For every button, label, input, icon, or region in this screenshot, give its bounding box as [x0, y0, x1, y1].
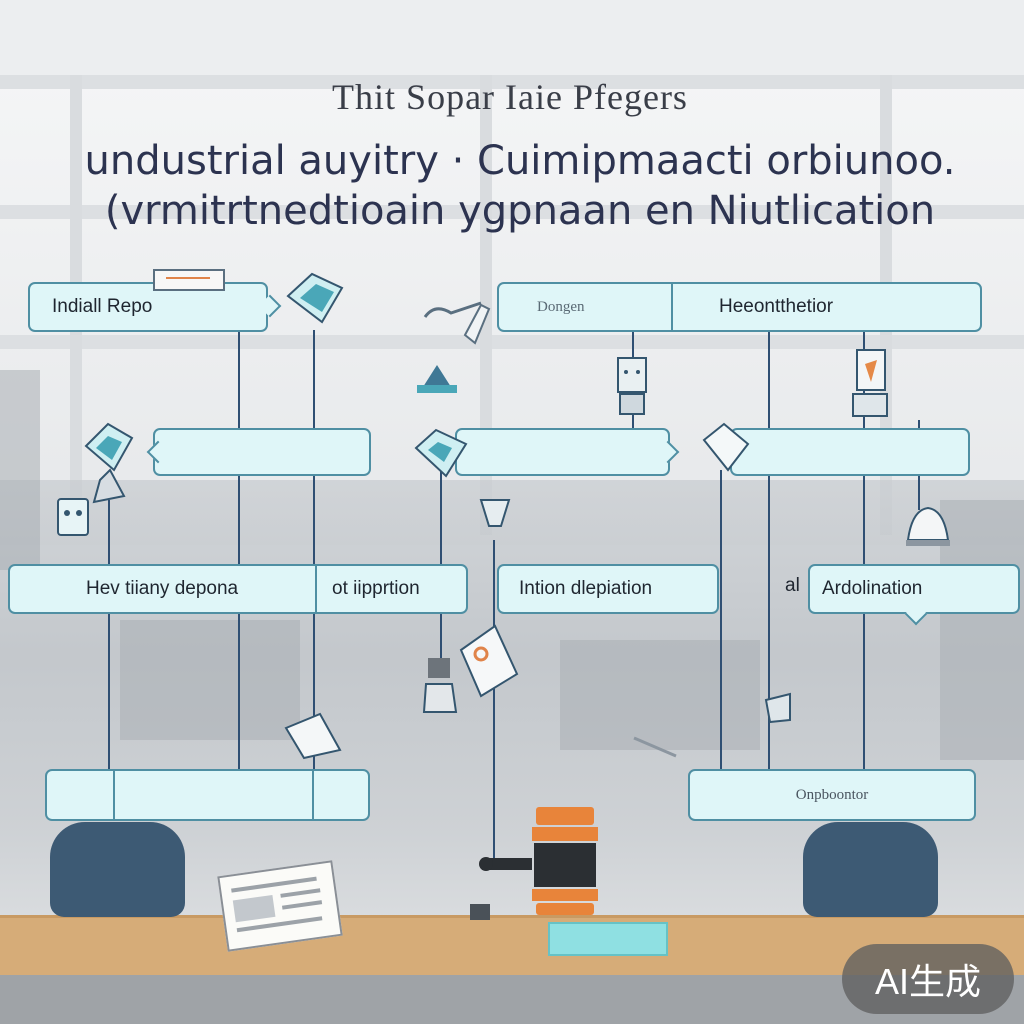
- machine-silhouette: [0, 370, 40, 570]
- box-label-secondary: ot iipprtion: [332, 578, 420, 599]
- box-label-prefix: al: [785, 575, 800, 596]
- ai-generated-watermark: AI生成: [842, 944, 1014, 1014]
- background-beam: [0, 205, 1024, 219]
- gavel-icon: [532, 807, 598, 915]
- box-initial-report: Indiall Repo: [28, 282, 268, 332]
- gavel-base-icon: [470, 904, 490, 920]
- box-empty-bottom: [45, 769, 370, 821]
- box-dependency: Hev tiiany depona ot iipprtion: [8, 564, 468, 614]
- box-divider: [312, 771, 314, 819]
- diagram-subtitle-line-1: undustrial auyitry · Cuimipmaacti orbiun…: [84, 138, 956, 184]
- chair-icon: [764, 692, 791, 724]
- machine-silhouette: [120, 620, 300, 740]
- document-icon: [153, 269, 225, 291]
- box-empty: [153, 428, 371, 476]
- paper-line: [281, 900, 323, 910]
- document-icon: [702, 422, 750, 472]
- connector-line: [863, 330, 865, 770]
- tablet-icon: [414, 428, 468, 478]
- machine-silhouette: [560, 640, 760, 750]
- right-pedestal: [803, 822, 938, 917]
- diagram-subtitle-line-2: (vrmitrtnedtioain ygpnaan en Niutlicatio…: [104, 188, 936, 234]
- paper-line: [280, 888, 321, 898]
- sound-block: [548, 922, 668, 956]
- paper-icon: [217, 860, 343, 952]
- machine-silhouette: [940, 500, 1024, 760]
- gavel-handle-icon: [479, 857, 532, 871]
- paper-image: [232, 894, 276, 923]
- smartphone-icon: [459, 624, 519, 698]
- connector-line: [768, 330, 770, 770]
- connector-line: [313, 330, 315, 770]
- box-label-faint: Dongen: [537, 298, 585, 315]
- laptop-icon: [286, 272, 344, 324]
- box-onpboontor: Onpboontor: [688, 769, 976, 821]
- box-label: Intion dlepiation: [519, 578, 653, 599]
- connector-line: [493, 540, 495, 870]
- box-divider: [113, 771, 115, 819]
- box-divider: [315, 566, 317, 612]
- box-ardolination: Ardolination: [808, 564, 1020, 614]
- box-intion-dlepiation: Intion dlepiation: [497, 564, 719, 614]
- connector-line: [238, 330, 240, 770]
- diagram-title: Thit Sopar Iaie Pfegers: [332, 77, 688, 117]
- connector-line: [108, 500, 110, 770]
- document-icon: [284, 712, 342, 760]
- robot-icon: [57, 498, 89, 536]
- lamp-icon: [617, 357, 647, 415]
- box-empty: [455, 428, 670, 476]
- background-post: [480, 75, 492, 535]
- cup-icon: [852, 349, 888, 417]
- box-label: Indiall Repo: [52, 296, 153, 317]
- bell-icon: [906, 506, 950, 546]
- box-label: Ardolination: [822, 578, 923, 599]
- worker-icon: [422, 658, 458, 713]
- funnel-icon: [479, 499, 511, 527]
- tablet-icon: [84, 422, 134, 504]
- left-pedestal: [50, 822, 185, 917]
- robot-arm-icon: [417, 301, 491, 393]
- box-label: Onpboontor: [795, 786, 869, 803]
- box-label: Heeontthetior: [719, 296, 834, 317]
- box-heeontthetior: Dongen Heeontthetior: [497, 282, 982, 332]
- pen-icon: [633, 736, 677, 758]
- connector-line: [720, 470, 722, 770]
- box-empty: [730, 428, 970, 476]
- box-label: Hev tiiany depona: [86, 578, 239, 599]
- background-beam: [0, 75, 1024, 89]
- box-divider: [671, 284, 673, 330]
